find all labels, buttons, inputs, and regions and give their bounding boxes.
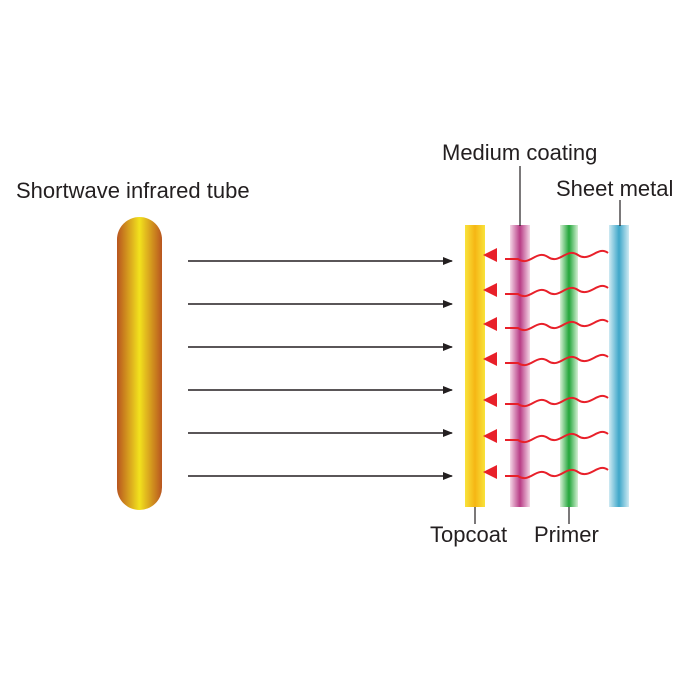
heat-arrowhead-1 <box>483 248 497 262</box>
heat-wave-3 <box>505 319 609 331</box>
heat-arrowhead-4 <box>483 352 497 366</box>
incoming-rays <box>188 257 453 480</box>
infrared-tube <box>117 217 162 510</box>
heat-wave-2 <box>505 285 609 297</box>
heat-arrowhead-5 <box>483 393 497 407</box>
heat-arrowhead-3 <box>483 317 497 331</box>
heat-wave-1 <box>505 250 609 262</box>
heat-waves <box>505 250 609 479</box>
heat-wave-7 <box>505 467 609 479</box>
heat-arrowhead-2 <box>483 283 497 297</box>
tube-label: Shortwave infrared tube <box>16 178 250 203</box>
leader-lines <box>474 166 621 524</box>
heat-wave-6 <box>505 431 609 443</box>
heat-arrowhead-6 <box>483 429 497 443</box>
sheet-metal-label: Sheet metal <box>556 176 674 201</box>
primer-layer <box>560 225 578 507</box>
primer-label: Primer <box>534 522 599 547</box>
sheet-metal-layer <box>609 225 629 507</box>
medium-coating-layer <box>510 225 530 507</box>
topcoat-label: Topcoat <box>430 522 508 547</box>
heat-arrowheads <box>483 248 497 479</box>
topcoat-layer <box>465 225 485 507</box>
heat-wave-5 <box>505 395 609 407</box>
heat-arrowhead-7 <box>483 465 497 479</box>
medium-coating-label: Medium coating <box>442 140 598 165</box>
heat-wave-4 <box>505 354 609 366</box>
